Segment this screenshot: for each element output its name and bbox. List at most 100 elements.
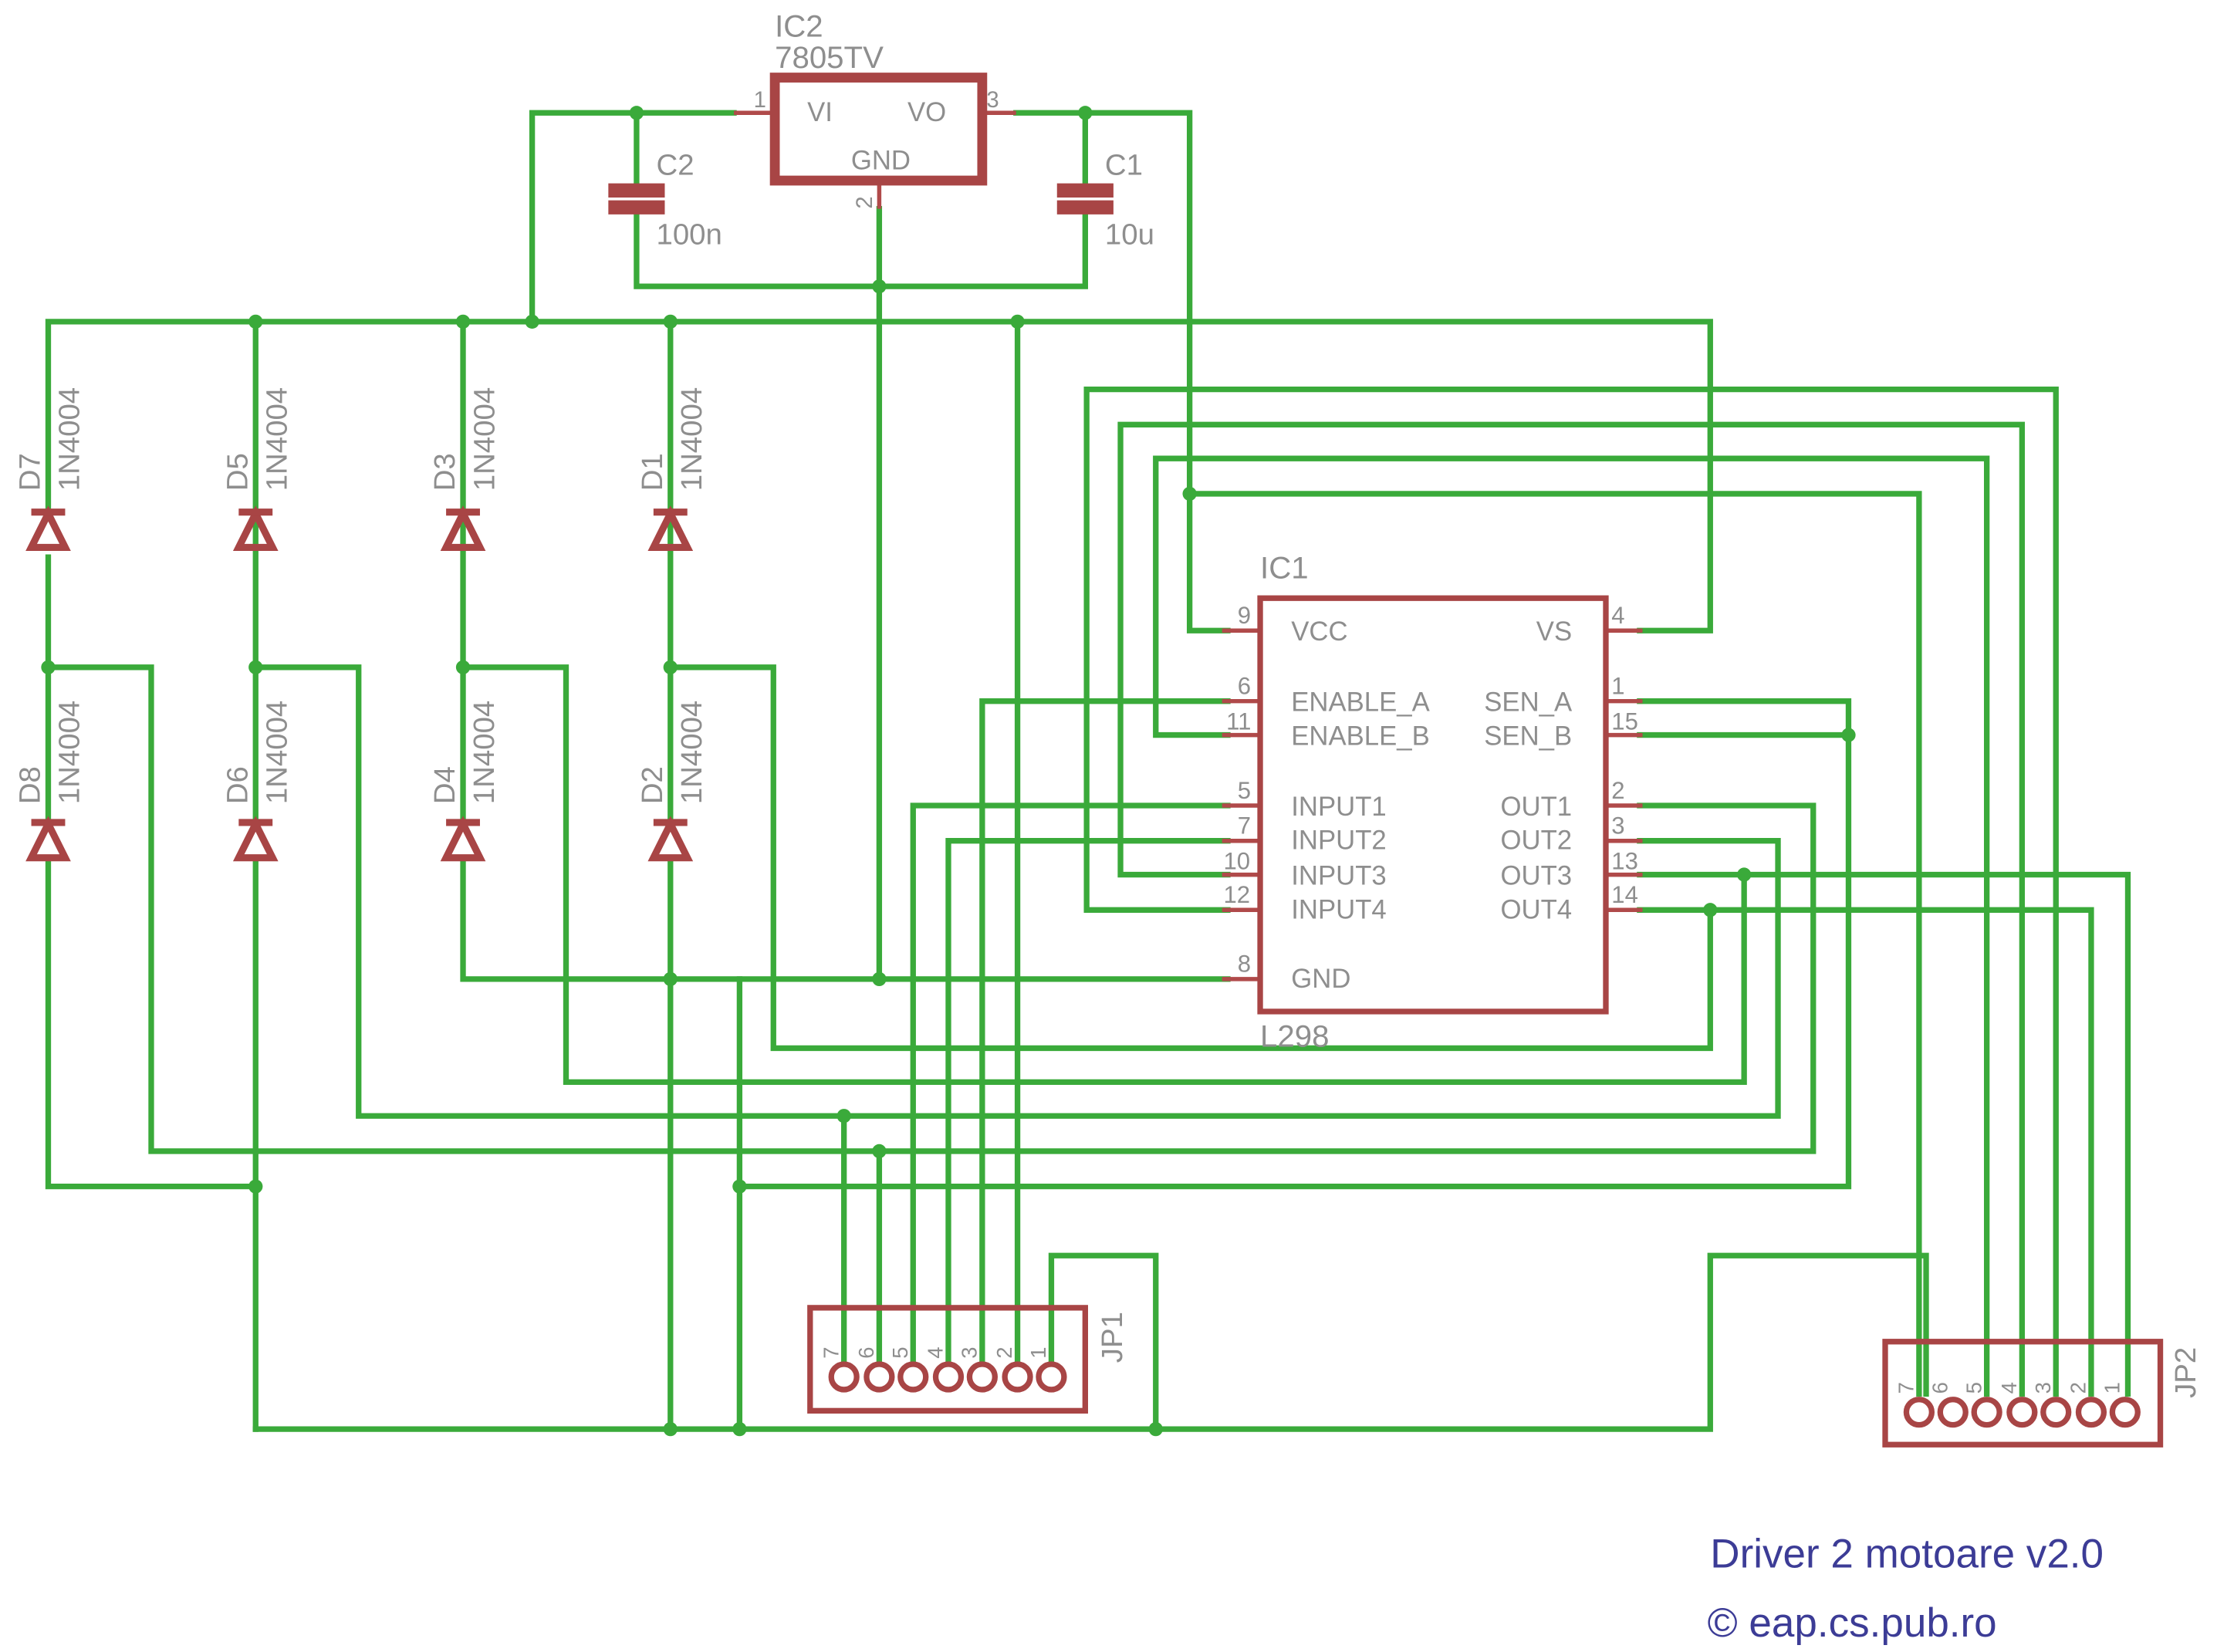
junction	[872, 1144, 887, 1159]
junction	[455, 314, 471, 329]
pin-num: 5	[1238, 777, 1251, 804]
junction	[663, 314, 678, 329]
regulator-ic2: IC2 7805TV VI VO GND 1 3 2	[734, 9, 1016, 209]
junction	[629, 106, 644, 120]
pin-num: 15	[1611, 708, 1638, 735]
diode-name: D5	[221, 453, 254, 491]
pin-num: 4	[924, 1346, 948, 1358]
pin-label-input1: INPUT1	[1291, 792, 1386, 822]
wire-vout	[1013, 110, 1231, 633]
junction	[41, 660, 56, 674]
wire-jp2-7	[1186, 491, 1922, 1397]
pin-hole	[2109, 1397, 2141, 1428]
jp2-name: JP2	[2169, 1347, 2202, 1398]
junction	[455, 660, 471, 674]
pin-hole	[863, 1361, 895, 1393]
diode-value: 1N4004	[675, 701, 708, 804]
wire-jp1-4	[945, 838, 1231, 1366]
diode-triangle	[232, 505, 279, 551]
ic2-body	[769, 73, 988, 186]
pin-label-sen-b: SEN_B	[1484, 721, 1572, 751]
pin-num: 1	[1611, 673, 1624, 700]
diode-name: D2	[636, 766, 669, 804]
junction	[248, 1179, 263, 1194]
pin-label-out1: OUT1	[1501, 792, 1573, 822]
pin-label-enable-b: ENABLE_B	[1291, 721, 1429, 751]
ic2-pin-vo: VO	[907, 98, 946, 127]
diode-triangle	[440, 816, 486, 862]
junction	[663, 971, 678, 987]
wire-jp1-3	[979, 698, 1231, 1366]
diode-value: 1N4004	[260, 387, 293, 491]
junction	[663, 660, 678, 674]
c2-value: 100n	[657, 218, 722, 251]
pin-num: 5	[888, 1346, 912, 1358]
junction	[1737, 867, 1752, 882]
footer-copyright: © eap.cs.pub.ro	[1708, 1600, 1997, 1646]
junction	[1841, 728, 1856, 742]
driver-ic1: IC1 L298 9 VCC 6 ENABLE_A 11 ENABLE_B 5 …	[1222, 551, 1643, 1054]
junction	[248, 314, 263, 329]
junction	[732, 1421, 747, 1437]
diodes: D7 1N4004 D5 1N4004 D3 1N4004 D1 1N4004 …	[14, 387, 708, 862]
pin-label-vcc: VCC	[1291, 617, 1347, 647]
diode-name: D4	[428, 766, 461, 804]
diode-name: D8	[14, 766, 47, 804]
pin-hole	[1002, 1361, 1033, 1393]
wire-jp2-2	[1741, 871, 2131, 1397]
pin-num: 12	[1224, 881, 1251, 908]
pin-num: 1	[2100, 1382, 2124, 1394]
pin-num: 7	[819, 1346, 843, 1358]
junction	[1703, 903, 1718, 917]
pin-hole	[828, 1361, 860, 1393]
ic1-name: IC1	[1260, 551, 1309, 586]
pin-num: 3	[1611, 812, 1624, 840]
diode-name: D7	[14, 453, 47, 491]
wire-jp2-4	[1117, 421, 2026, 1397]
c2-name: C2	[657, 149, 695, 182]
wire-cap-gnd	[634, 208, 1088, 289]
pin-num: 9	[1238, 602, 1251, 629]
pin-num: 1	[1026, 1346, 1050, 1358]
pin-num: 3	[958, 1346, 982, 1358]
wire-d8-bottom	[45, 857, 259, 1190]
junction	[1078, 106, 1093, 120]
pin-hole	[2006, 1397, 2038, 1428]
capacitor-c2: C2 100n	[608, 149, 722, 251]
pin-label-out4: OUT4	[1501, 895, 1573, 924]
wire-jp2-3	[1083, 386, 2059, 1397]
wire-vin	[529, 110, 737, 325]
diode-d1: D1 1N4004	[636, 387, 708, 551]
ic2-pin-num-2: 2	[853, 196, 877, 208]
diode-value: 1N4004	[53, 701, 86, 804]
diode-value: 1N4004	[53, 387, 86, 491]
pin-hole	[932, 1361, 965, 1393]
ic1-value: L298	[1260, 1019, 1329, 1054]
c1-value: 10u	[1105, 218, 1154, 251]
wires	[45, 110, 2131, 1432]
ic2-value: 7805TV	[775, 40, 884, 75]
wire-sense	[736, 698, 1852, 1190]
capacitor-c1: C1 10u	[1056, 149, 1154, 251]
wire-d4-bottom	[460, 857, 1231, 982]
pin-num: 6	[854, 1346, 878, 1358]
wire-bottom-rail	[252, 1252, 1929, 1432]
junction	[525, 314, 539, 329]
pin-label-gnd: GND	[1291, 965, 1350, 994]
diode-triangle	[232, 816, 279, 862]
diode-name: D1	[636, 453, 669, 491]
pin-num: 10	[1224, 847, 1251, 874]
pin-num: 2	[1611, 777, 1624, 804]
pin-label-vs: VS	[1536, 617, 1572, 647]
junctions	[41, 106, 1856, 1437]
pin-label-enable-a: ENABLE_A	[1291, 687, 1430, 717]
pin-label-input2: INPUT2	[1291, 826, 1386, 856]
pin-hole	[2040, 1397, 2072, 1428]
diode-d2: D2 1N4004	[636, 701, 708, 862]
junction	[248, 660, 263, 674]
pin-hole	[1036, 1361, 1067, 1393]
jp2-body	[1882, 1339, 2164, 1448]
diode-triangle	[25, 816, 71, 862]
pin-num: 6	[1928, 1382, 1952, 1394]
